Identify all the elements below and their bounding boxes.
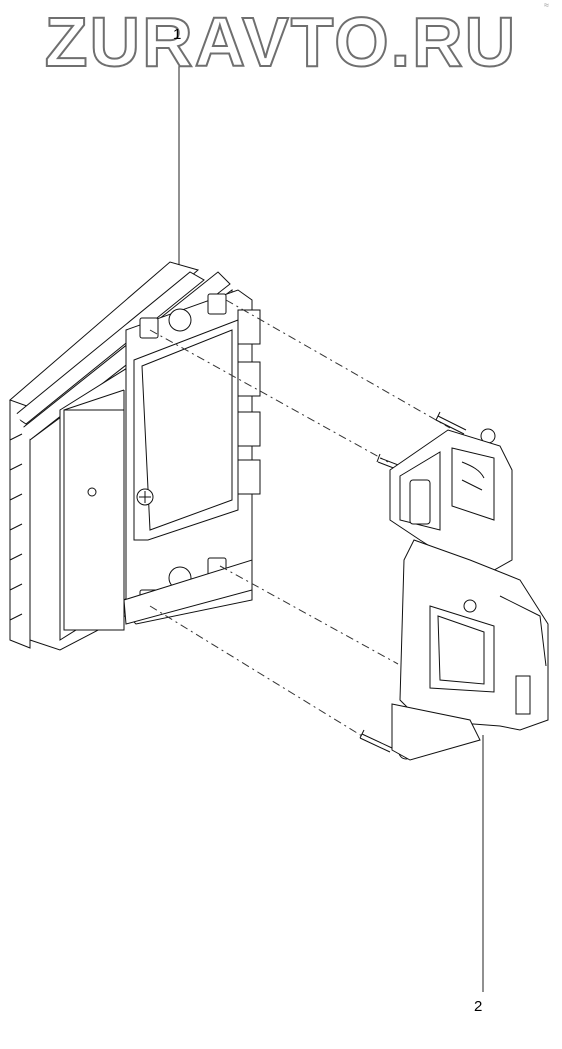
callout-part-1: 1: [173, 26, 182, 43]
corner-mark: ≈: [544, 0, 549, 10]
ecu-module: [9, 261, 261, 651]
callout-part-2: 2: [474, 998, 483, 1015]
alignment-lines: [149, 299, 451, 737]
mounting-bracket: [359, 411, 549, 761]
